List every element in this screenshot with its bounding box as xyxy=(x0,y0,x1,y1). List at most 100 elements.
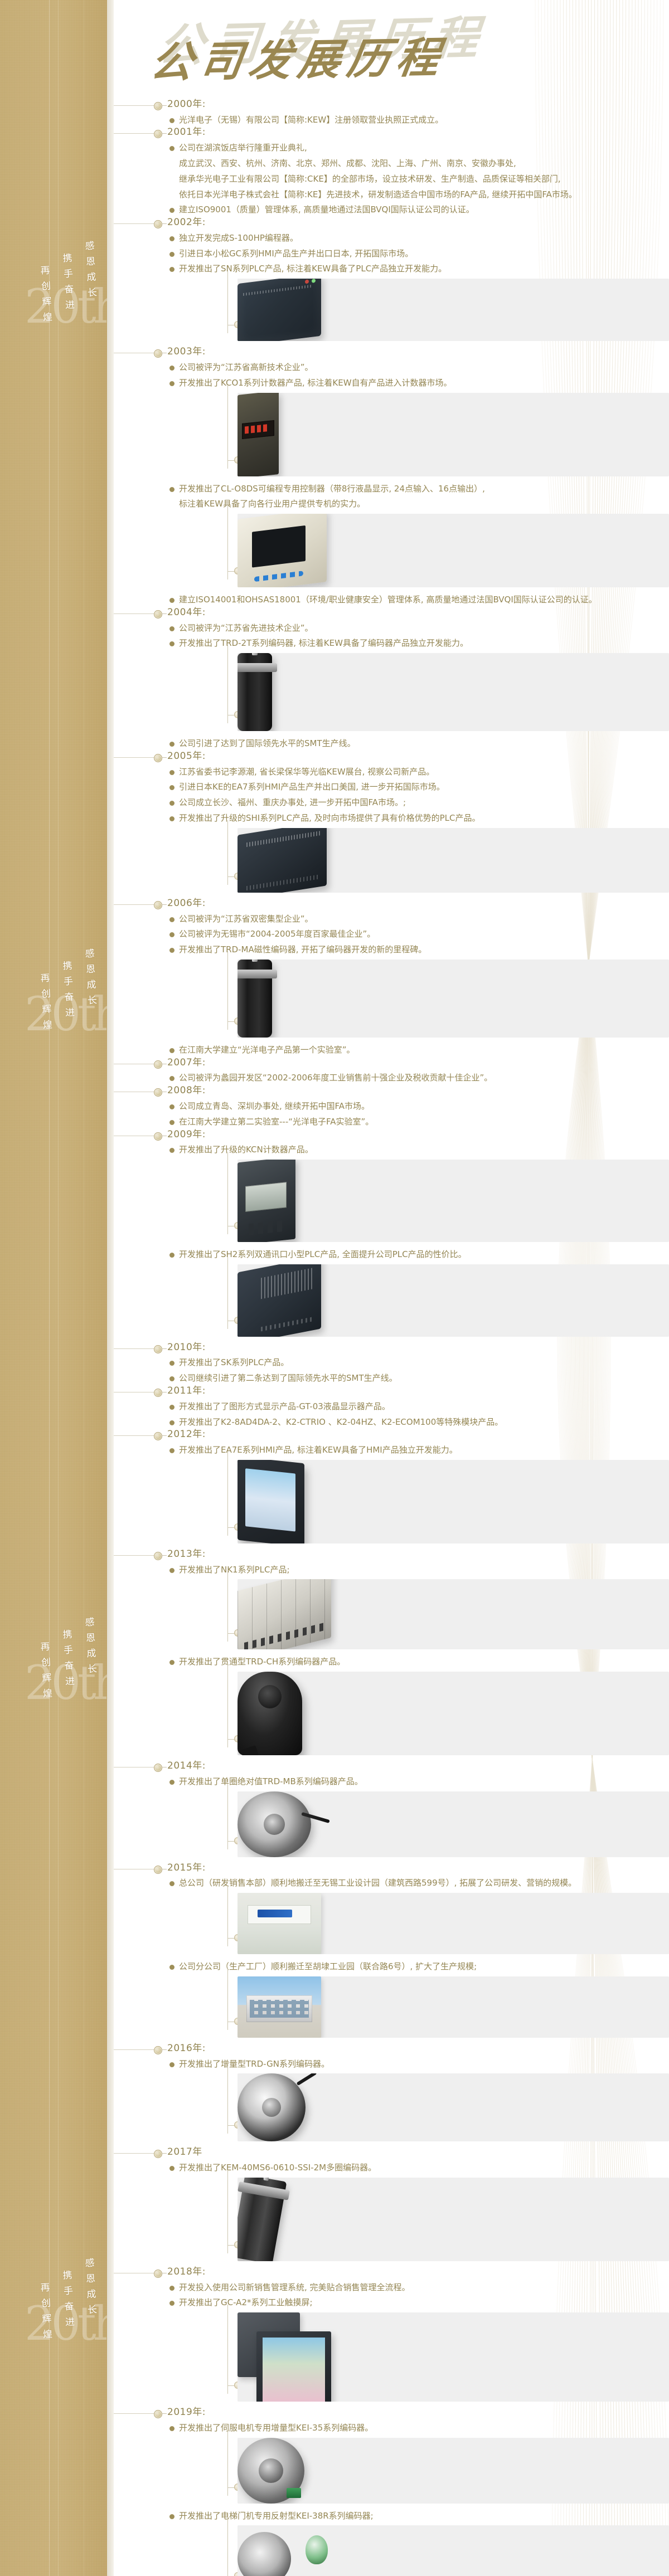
year-marker-dot xyxy=(154,1060,162,1069)
product-image xyxy=(237,2177,287,2261)
sidebar-motto-column: 再创辉煌 xyxy=(38,265,52,328)
product-image xyxy=(237,1159,295,1242)
timeline-year-row[interactable]: 2003年: xyxy=(114,346,669,358)
leader-vertical xyxy=(227,1664,228,1748)
year-marker-dot xyxy=(154,1389,162,1397)
timeline-year-row[interactable]: 2008年: xyxy=(114,1085,669,1097)
sidebar-motto-column: 再创辉煌 xyxy=(38,1641,52,1705)
year-marker-dot xyxy=(154,1088,162,1097)
timeline-year-row[interactable]: 2011年: xyxy=(114,1385,669,1397)
anniversary-watermark: 20th xyxy=(25,2296,123,2351)
leader-vertical xyxy=(227,1151,228,1234)
timeline-entry: 2003年:公司被评为“江苏省高新技术企业”。开发推出了KCO1系列计数器产品,… xyxy=(114,347,669,607)
timeline-media xyxy=(225,1664,669,1756)
product-image xyxy=(237,653,277,732)
timeline-bullet: 引进日本KE的EA7系列HMI产品生产并出口美国, 进一步开拓国际市场。 xyxy=(169,780,669,795)
timeline-year-row[interactable]: 2014年: xyxy=(114,1761,669,1772)
timeline-bullet: 开发推出了KEM-40MS6-0610-SSI-2M多圈编码器。 xyxy=(169,2161,669,2175)
timeline-year-row[interactable]: 2005年: xyxy=(114,751,669,762)
timeline-year-row[interactable]: 2019年: xyxy=(114,2407,669,2419)
timeline-bullet: 开发推出了电梯门机专用反射型KEI-38R系列编码器; xyxy=(169,2509,669,2524)
leader-vertical xyxy=(227,1968,228,2030)
product-photo xyxy=(237,959,669,1038)
timeline-bullet-group: 开发推出了升级的KCN计数器产品。 xyxy=(114,1143,669,1242)
sidebar-motto-column: 携手奋进 xyxy=(60,252,75,316)
product-image xyxy=(237,1976,321,2038)
timeline-year-row[interactable]: 2009年: xyxy=(114,1129,669,1141)
timeline-year-row[interactable]: 2007年: xyxy=(114,1056,669,1069)
timeline-media xyxy=(225,384,669,476)
year-connector-line xyxy=(114,133,157,134)
year-tick xyxy=(162,2413,167,2414)
timeline-entry: 2013年:开发推出了NK1系列PLC产品;开发推出了贯通型TRD-CH系列编码… xyxy=(114,1549,669,1756)
timeline-bullet: 公司被评为“江苏省先进技术企业”。 xyxy=(169,621,669,636)
leader-horizontal xyxy=(227,1021,236,1022)
timeline-bullet: 开发推出了TRD-2T系列编码器, 标注着KEW具备了编码器产品独立开发能力。 xyxy=(169,636,669,651)
timeline-year-row[interactable]: 2018年: xyxy=(114,2267,669,2278)
timeline-year-label: 2011年: xyxy=(167,1385,206,1397)
year-marker-dot xyxy=(154,1432,162,1441)
timeline-bullet-group: 独立开发完成S-100HP编程器。引进日本小松GC系列HMI产品生产并出口日本,… xyxy=(114,231,669,342)
year-marker-dot xyxy=(154,1764,162,1772)
year-marker-dot xyxy=(154,2269,162,2278)
timeline-media xyxy=(225,506,669,588)
timeline-year-row[interactable]: 2002年: xyxy=(114,217,669,229)
timeline-year-row[interactable]: 2012年: xyxy=(114,1429,669,1441)
product-image xyxy=(237,2073,306,2142)
sidebar-hairline xyxy=(58,0,59,2576)
timeline-year-row[interactable]: 2017年 xyxy=(114,2147,669,2159)
leader-vertical xyxy=(227,2169,228,2253)
leader-horizontal xyxy=(227,2244,236,2246)
timeline-year-label: 2003年: xyxy=(167,346,206,358)
leader-horizontal xyxy=(227,1938,236,1939)
product-photo xyxy=(237,1672,669,1756)
product-photo xyxy=(237,653,669,732)
timeline-year-label: 2007年: xyxy=(167,1056,206,1068)
timeline-bullet-group: 开发推出了NK1系列PLC产品; xyxy=(114,1563,669,1650)
product-photo xyxy=(237,279,669,342)
timeline-bullet: 公司在湖滨饭店举行隆重开业典礼, xyxy=(169,141,669,155)
leader-vertical xyxy=(227,1885,228,1947)
product-image xyxy=(237,827,327,893)
timeline-bullet-group: 开发推出了SH2系列双通讯口小型PLC产品, 全面提升公司PLC产品的性价比。 xyxy=(114,1248,669,1337)
product-photo xyxy=(237,2525,669,2576)
year-connector-line xyxy=(114,757,157,758)
timeline-year-row[interactable]: 2006年: xyxy=(114,898,669,909)
page-title-block: 公司发展历程 公司发展历程 xyxy=(114,0,669,99)
timeline-year-row[interactable]: 2013年: xyxy=(114,1549,669,1560)
year-marker-dot xyxy=(154,2150,162,2159)
timeline-entry: 2010年:开发推出了SK系列PLC产品。公司继续引进了第二条达到了国际领先水平… xyxy=(114,1342,669,1386)
year-tick xyxy=(162,904,167,905)
timeline-year-row[interactable]: 2004年: xyxy=(114,607,669,619)
timeline-year-row[interactable]: 2016年: xyxy=(114,2043,669,2054)
timeline-bullet: 江苏省委书记李源潮, 省长梁保华等光临KEW展台, 视察公司新产品。 xyxy=(169,765,669,780)
timeline-bullet: 开发推出了了图形方式显示产品-GT-03液晶显示器产品。 xyxy=(169,1400,669,1414)
timeline-year-label: 2002年: xyxy=(167,217,206,228)
year-tick xyxy=(162,2049,167,2050)
product-image xyxy=(237,514,327,588)
timeline-year-row[interactable]: 2015年: xyxy=(114,1862,669,1874)
timeline-bullet: 开发推出了伺服电机专用增量型KEI-35系列编码器。 xyxy=(169,2421,669,2436)
leader-vertical xyxy=(227,2517,228,2576)
timeline-year-row[interactable]: 2010年: xyxy=(114,1342,669,1353)
leader-vertical xyxy=(227,506,228,580)
timeline-bullet-group: 公司被评为蠡园开发区“2002-2006年度工业销售前十强企业及税收贡献十佳企业… xyxy=(114,1071,669,1085)
timeline-year-row[interactable]: 2000年: xyxy=(114,99,669,110)
leader-vertical xyxy=(227,1452,228,1536)
timeline-bullet-continuation: 继承华光电子工业有限公司【简称:CKE】的全部市场，设立技术研发、生产制造、品质… xyxy=(179,173,561,184)
timeline-bullet: 建立ISO14001和OHSAS18001（环境/职业健康安全）管理体系, 高质… xyxy=(169,593,669,607)
timeline-bullet: 公司成立长沙、福州、重庆办事处, 进一步开拓中国FA市场。; xyxy=(169,796,669,810)
timeline-year-row[interactable]: 2001年: xyxy=(114,127,669,139)
product-photo xyxy=(237,1893,669,1955)
year-tick xyxy=(162,223,167,225)
year-marker-dot xyxy=(154,753,162,762)
leader-horizontal xyxy=(227,876,236,877)
product-image xyxy=(237,1791,311,1857)
timeline-bullet: 开发推出了增量型TRD-GN系列编码器。 xyxy=(169,2057,669,2072)
timeline-bullet: 独立开发完成S-100HP编程器。 xyxy=(169,231,669,246)
year-tick xyxy=(162,105,167,106)
